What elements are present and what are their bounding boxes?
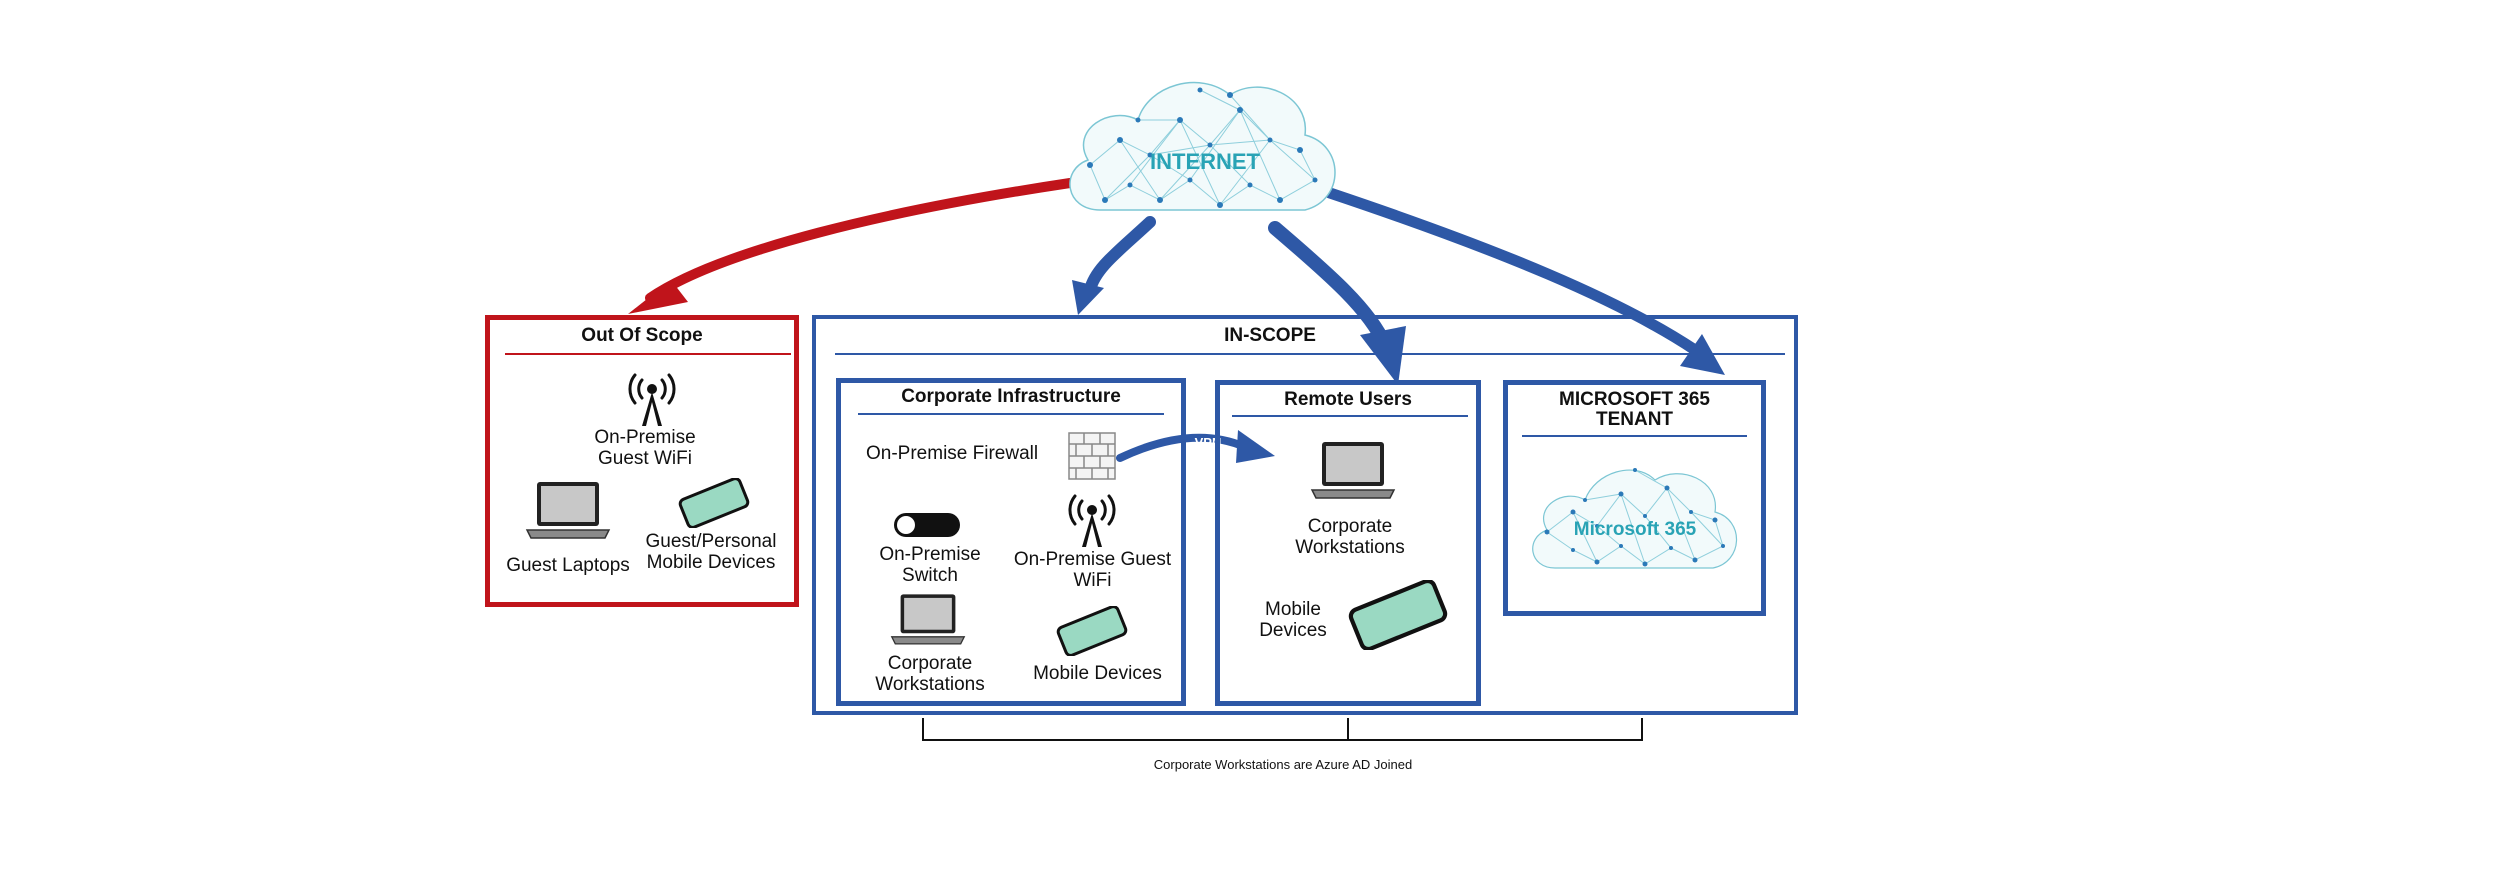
infra-mobile-devices-label: Mobile Devices (1033, 663, 1162, 684)
m365-tenant-rule (1522, 435, 1747, 437)
m365-cloud-icon (1532, 468, 1738, 569)
m365-tenant-box (1503, 380, 1766, 616)
azure-ad-bracket (922, 718, 1643, 741)
vpn-arrow-head (1236, 430, 1275, 463)
in-scope-box (812, 315, 1798, 715)
remote-workstations-label: Corporate Workstations (1295, 516, 1405, 558)
mobile-phone-icon (1056, 606, 1128, 656)
mobile-phone-icon (678, 478, 750, 528)
internet-cloud-icon (1069, 81, 1336, 211)
vpn-arrow (1116, 433, 1249, 462)
firewall-label: On-Premise Firewall (866, 443, 1039, 464)
out-of-scope-guest-wifi-label: On-Premise Guest WiFi (594, 427, 696, 469)
arrow-internet-to-out-of-scope (645, 178, 1075, 303)
remote-users-box (1215, 380, 1481, 706)
m365-tenant-title: MICROSOFT 365 TENANT (1559, 389, 1710, 430)
infra-guest-wifi-label: On-Premise Guest WiFi (1013, 549, 1172, 591)
arrow-head-remote-users (1360, 326, 1406, 385)
mobile-phone-icon (1348, 580, 1448, 650)
arrow-internet-to-in-scope (1084, 216, 1156, 296)
guest-mobile-devices-label: Guest/Personal Mobile Devices (645, 531, 777, 573)
arrow-head-in-scope (1072, 280, 1104, 315)
out-of-scope-rule (505, 353, 791, 355)
wifi-antenna-icon (1068, 494, 1116, 547)
remote-users-rule (1232, 415, 1468, 417)
internet-label: INTERNET (1150, 149, 1260, 174)
corporate-infrastructure-rule (858, 413, 1164, 415)
infra-workstations-label: Corporate Workstations (875, 653, 985, 695)
laptop-icon (890, 594, 966, 645)
guest-laptops-label: Guest Laptops (506, 555, 630, 576)
arrow-internet-to-m365 (1324, 187, 1701, 356)
arrow-head-out-of-scope (628, 280, 688, 314)
laptop-icon (1310, 442, 1396, 499)
in-scope-title: IN-SCOPE (1224, 325, 1316, 346)
azure-ad-footnote: Corporate Workstations are Azure AD Join… (1153, 757, 1413, 772)
in-scope-rule (835, 353, 1785, 355)
laptop-icon (525, 482, 611, 539)
firewall-icon (1068, 432, 1116, 480)
out-of-scope-box (485, 315, 799, 607)
remote-users-title: Remote Users (1284, 389, 1412, 410)
m365-cloud-label: Microsoft 365 (1573, 519, 1697, 540)
corporate-infrastructure-title: Corporate Infrastructure (901, 386, 1121, 407)
corporate-infrastructure-box (836, 378, 1186, 706)
wifi-antenna-icon (628, 373, 676, 426)
vpn-label: VPN (1194, 435, 1222, 450)
remote-mobile-devices-label: Mobile Devices (1259, 599, 1327, 641)
switch-toggle-icon (894, 513, 960, 537)
out-of-scope-title: Out Of Scope (581, 325, 703, 346)
switch-label: On-Premise Switch (879, 544, 981, 586)
